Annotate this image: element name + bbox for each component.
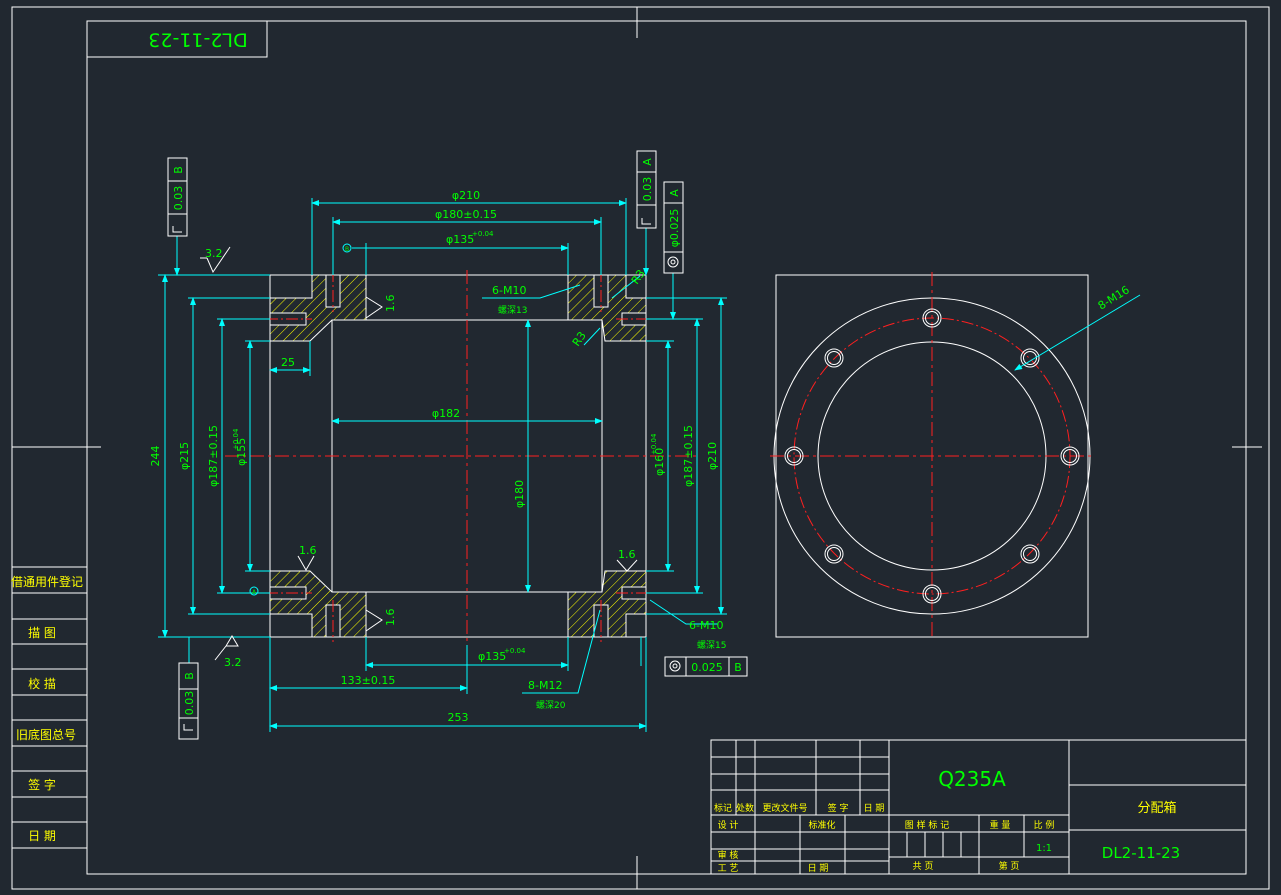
dim-phi210-right: φ210	[706, 442, 719, 470]
rough-1-6-c: 1.6	[299, 544, 317, 557]
drawing-frame	[11, 6, 1270, 890]
date-label: 日 期	[808, 863, 829, 874]
tol-conc-bottom-value: 0.025	[691, 661, 723, 674]
tol-conc-bottom-datum: B	[734, 661, 742, 674]
left-table-row-2: 描 图	[28, 626, 56, 640]
dim-m10-bottom: 6-M10	[689, 619, 723, 632]
dim-phi215: φ215	[178, 442, 191, 470]
rough-top: 3.2	[205, 247, 223, 260]
dim-25: 25	[281, 356, 295, 369]
tol-top-right-value: 0.03	[641, 177, 654, 202]
dim-r3-inner: R3	[570, 329, 589, 348]
left-table-row-3: 校 描	[28, 676, 56, 691]
dim-244: 244	[149, 446, 162, 467]
rev-header-mark: 标记	[714, 802, 732, 814]
left-table-row-6: 日 期	[28, 829, 56, 843]
left-side-table: 借通用件登记 描 图 校 描 旧底图总号 签 字 日 期	[11, 566, 87, 849]
tolerance-frames	[167, 150, 748, 740]
centerlines	[225, 270, 700, 645]
rev-header-date: 日 期	[864, 803, 885, 814]
datum-marker-top: B	[345, 246, 349, 253]
rough-1-6-d: 1.6	[618, 548, 636, 561]
dim-m10-top: 6-M10	[492, 284, 526, 297]
rev-header-doc: 更改文件号	[762, 802, 807, 814]
scale-value: 1:1	[1036, 843, 1052, 854]
tapped-holes	[269, 274, 647, 638]
weight-label: 重 量	[990, 819, 1011, 831]
page-number-label: 第 页	[999, 860, 1020, 872]
dim-depth13: 螺深13	[498, 305, 527, 316]
bolt-holes	[784, 308, 1080, 604]
left-table-row-1: 借通用件登记	[11, 574, 83, 589]
review-label: 审 核	[718, 849, 739, 861]
tol-conc-right-datum: A	[668, 189, 681, 197]
rough-1-6-b: 1.6	[384, 609, 397, 627]
m16-leader	[1014, 294, 1141, 371]
dim-phi155-tol: +0.04	[232, 428, 240, 450]
scale-label: 比 例	[1034, 819, 1055, 831]
dim-phi210-top: φ210	[452, 189, 480, 202]
dim-phi160: φ160	[653, 448, 666, 476]
dim-phi180-top: φ180±0.15	[435, 208, 497, 221]
tol-bottom-left-datum: B	[183, 672, 196, 680]
datum-marker-left: A	[252, 589, 257, 596]
rev-header-sign: 签 字	[828, 802, 849, 814]
left-table-row-5: 签 字	[28, 777, 56, 792]
process-label: 工 艺	[718, 863, 739, 874]
dim-phi135-bottom: φ135	[478, 650, 506, 663]
standard-label: 标准化	[808, 819, 835, 831]
dim-phi187-left: φ187±0.15	[207, 425, 220, 487]
tol-top-left-value: 0.03	[172, 186, 185, 211]
side-end-view[interactable]: 8-M16	[770, 272, 1141, 640]
dim-phi180-center: φ180	[513, 480, 526, 508]
left-table-row-4: 旧底图总号	[16, 727, 76, 742]
dim-depth15: 螺深15	[697, 640, 726, 651]
tol-conc-right-value: φ0.025	[668, 209, 681, 248]
tol-top-right-datum: A	[641, 158, 654, 166]
top-drawing-number-box: DL2-11-23	[86, 20, 268, 58]
top-drawing-number: DL2-11-23	[148, 29, 247, 51]
dim-133: 133±0.15	[341, 674, 396, 687]
rough-bottom: 3.2	[224, 656, 242, 669]
stage-label: 图 样 标 记	[905, 819, 950, 831]
roughness-symbols	[200, 246, 638, 661]
dim-phi135-bottom-tol: +0.04	[504, 647, 526, 655]
dim-phi135-top: φ135	[446, 233, 474, 246]
rev-header-count: 处数	[736, 802, 754, 814]
part-name: 分配箱	[1137, 800, 1176, 816]
dim-depth20: 螺深20	[536, 700, 566, 711]
dim-phi187-right: φ187±0.15	[682, 425, 695, 487]
dim-253: 253	[448, 711, 469, 724]
dim-phi155: φ155	[235, 438, 248, 466]
dim-phi182: φ182	[432, 407, 460, 420]
side-centerlines	[770, 272, 1094, 640]
dim-m12: 8-M12	[528, 679, 562, 692]
title-drawing-number: DL2-11-23	[1102, 844, 1180, 862]
tol-top-left-datum: B	[172, 166, 185, 174]
designer-label: 设 计	[718, 819, 739, 831]
tol-bottom-left-value: 0.03	[183, 691, 196, 716]
dim-phi160-tol: +0.04	[650, 433, 658, 455]
dim-phi135-top-tol: +0.04	[472, 230, 494, 238]
material-text: Q235A	[938, 767, 1006, 791]
side-m16-label: 8-M16	[1096, 283, 1132, 312]
total-pages-label: 共 页	[913, 861, 934, 872]
rough-1-6-a: 1.6	[384, 295, 397, 313]
dimension-lines	[158, 198, 727, 732]
front-section-view[interactable]: φ210 φ180±0.15 φ135 +0.04 6-M10 螺深13 R3 …	[149, 150, 748, 740]
dim-r3-top: R3	[629, 267, 648, 286]
title-block: 标记 处数 更改文件号 签 字 日 期 设 计 标准化 审 核 工 艺 日 期 …	[710, 739, 1247, 875]
